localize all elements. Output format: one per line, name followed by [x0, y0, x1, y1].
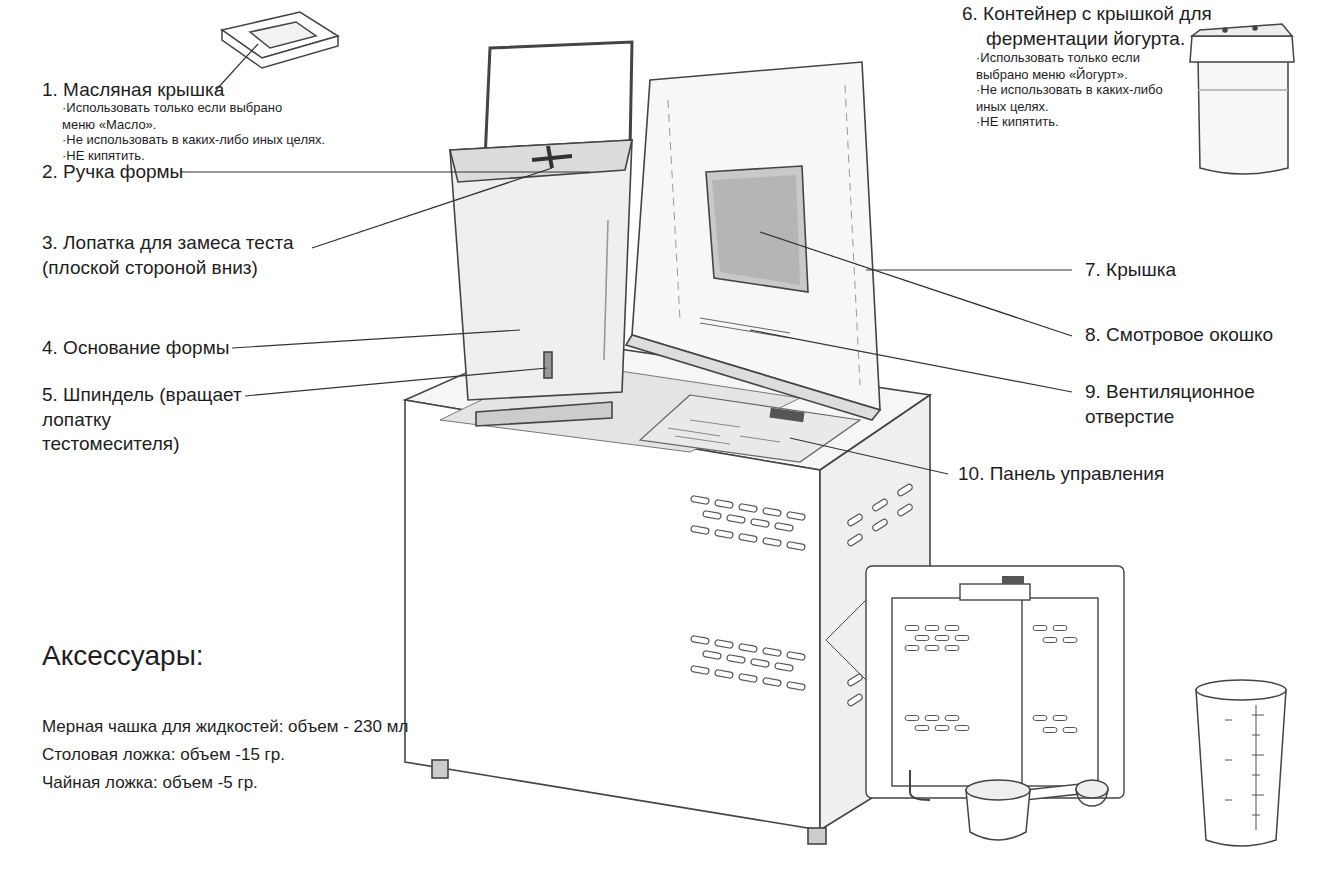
- butter-lid: [222, 12, 338, 68]
- accessory-text: Столовая ложка: объем -15 гр.: [42, 744, 522, 766]
- note-text: ·Использовать только если выбрано меню «…: [976, 50, 1166, 84]
- accessory-text: Чайная ложка: объем -5 гр.: [42, 772, 522, 794]
- leader-lines: [180, 44, 1072, 474]
- callout-label: 3. Лопатка для замеса теста (плоской сто…: [42, 231, 332, 280]
- measuring-cup: [1196, 680, 1286, 846]
- lid: [626, 62, 880, 420]
- note-text: ·Не использовать в каких-либо иных целях…: [62, 132, 342, 149]
- yogurt-container: [1190, 24, 1294, 174]
- callout-label: 9. Вентиляционное отверстие: [1085, 380, 1335, 429]
- callout-label: 2. Ручка формы: [42, 160, 242, 185]
- callout-label: 10. Панель управления: [958, 462, 1218, 487]
- note-text: ·НЕ кипятить.: [976, 114, 1166, 131]
- measuring-spoons: [966, 780, 1108, 840]
- callout-label: 5. Шпиндель (вращает лопатку тестомесите…: [42, 383, 252, 457]
- note-text: ·Не использовать в каких-либо иных целях…: [976, 82, 1166, 116]
- callout-label: 8. Смотровое окошко: [1085, 323, 1325, 348]
- callout-label: 6. Контейнер с крышкой для ферментации й…: [962, 2, 1266, 51]
- back-view-inset: [826, 566, 1124, 800]
- section-heading: Аксессуары:: [42, 638, 342, 674]
- callout-label: 4. Основание формы: [42, 336, 302, 361]
- callout-label: 1. Масляная крышка: [42, 78, 302, 103]
- accessory-text: Мерная чашка для жидкостей: объем - 230 …: [42, 716, 522, 738]
- callout-label: 7. Крышка: [1085, 258, 1325, 283]
- note-text: ·Использовать только если выбрано меню «…: [62, 100, 297, 134]
